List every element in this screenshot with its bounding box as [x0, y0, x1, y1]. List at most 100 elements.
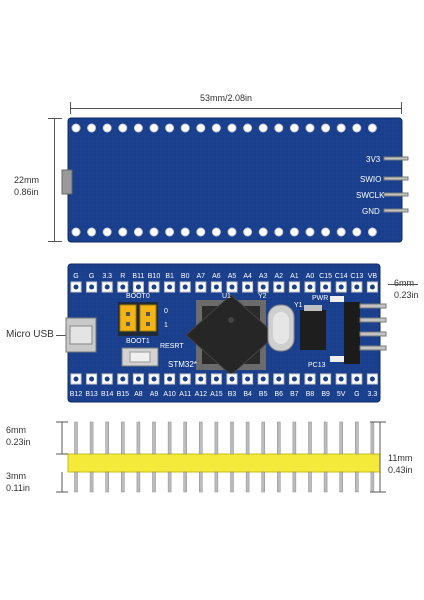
header-pin-top: [199, 421, 203, 455]
back-hole-bottom: [352, 227, 362, 237]
front-hole-bottom: [245, 376, 251, 382]
height-dimension-line: [54, 118, 55, 242]
bottom-pin-label: B15: [117, 391, 130, 398]
top-pin-label: A4: [243, 273, 252, 280]
front-hole-top: [276, 284, 282, 290]
front-hole-bottom: [198, 376, 204, 382]
pin-header-dim-line: [388, 284, 418, 285]
front-board: [65, 263, 387, 403]
front-hole-top: [307, 284, 313, 290]
swd-pins: [383, 156, 409, 213]
header-pin-bottom: [214, 471, 219, 493]
back-hole-top: [289, 123, 299, 133]
top-pin-label: VB: [368, 273, 378, 280]
bottom-pin-label: B14: [101, 391, 114, 398]
back-hole-top: [258, 123, 268, 133]
header-pin-bottom: [261, 471, 265, 493]
resrt-label: RESRT: [160, 343, 184, 350]
back-hole-bottom: [118, 227, 128, 237]
back-hole-bottom: [211, 227, 221, 237]
back-hole-bottom: [227, 227, 237, 237]
width-dimension-label: 53mm/2.08in: [200, 93, 253, 103]
header-total-in: 0.43in: [388, 465, 413, 475]
back-hole-top: [336, 123, 346, 133]
top-pin-label: A2: [275, 273, 284, 280]
header-total-mm: 11mm: [388, 453, 413, 463]
header-pin-bottom: [74, 471, 78, 493]
bottom-pin-label: B8: [306, 391, 315, 398]
header-bottom-in: 0.11in: [6, 483, 30, 493]
bottom-pin-label: B6: [275, 391, 284, 398]
jumper-1-label: 1: [164, 322, 168, 329]
top-pin-label: A5: [228, 273, 237, 280]
bottom-pin-label: B3: [228, 391, 237, 398]
front-hole-bottom: [135, 376, 141, 382]
front-hole-bottom: [104, 376, 110, 382]
header-pin-top: [214, 421, 219, 455]
back-hole-bottom: [321, 227, 331, 237]
back-hole-bottom: [289, 227, 299, 237]
bottom-pin-label: B13: [85, 391, 98, 398]
top-pin-label: A7: [197, 273, 206, 280]
back-hole-bottom: [165, 227, 175, 237]
header-pin-bottom: [245, 471, 250, 493]
front-hole-bottom: [260, 376, 266, 382]
back-hole-top: [180, 123, 190, 133]
back-hole-top: [274, 123, 284, 133]
back-hole-top: [321, 123, 331, 133]
jumper-0-label: 0: [164, 308, 168, 315]
back-hole-bottom: [258, 227, 268, 237]
bottom-pin-label: 3.3: [368, 391, 378, 398]
front-hole-top: [73, 284, 79, 290]
front-hole-bottom: [213, 376, 219, 382]
header-pin-top: [89, 421, 94, 455]
back-hole-top: [118, 123, 128, 133]
pwr-led: [330, 296, 344, 302]
bottom-pin-label: B5: [259, 391, 268, 398]
header-pin-bottom: [199, 471, 203, 493]
front-hole-bottom: [229, 376, 235, 382]
back-hole-bottom: [274, 227, 284, 237]
bottom-pin-label: 5V: [337, 391, 346, 398]
header-pin-top: [230, 421, 234, 455]
height-dimension-in: 0.86in: [14, 187, 39, 197]
bottom-pin-label: A10: [163, 391, 176, 398]
swd-gnd-label: GND: [362, 207, 380, 216]
width-dimension-tick-right: [401, 102, 402, 114]
header-pin-bottom: [121, 471, 125, 493]
boot-jumper-block: [118, 302, 158, 336]
front-hole-top: [104, 284, 110, 290]
header-pin-bottom: [167, 471, 172, 493]
y1-label: Y1: [294, 302, 303, 309]
top-pin-label: A3: [259, 273, 268, 280]
back-hole-bottom: [180, 227, 190, 237]
front-hole-top: [167, 284, 173, 290]
top-pin-label: B11: [132, 273, 144, 280]
front-hole-bottom: [338, 376, 344, 382]
back-hole-top: [102, 123, 112, 133]
front-hole-bottom: [151, 376, 157, 382]
front-hole-bottom: [89, 376, 95, 382]
header-pin-bottom: [89, 471, 94, 493]
top-pin-label: C13: [350, 273, 363, 280]
header-pin-bottom: [355, 471, 359, 493]
width-dimension-tick-left: [70, 102, 71, 114]
header-pin-top: [339, 421, 343, 455]
top-pin-label: G: [73, 273, 78, 280]
top-pin-label: C15: [319, 273, 332, 280]
micro-usb-connector: [65, 317, 97, 353]
stm32-chip: [185, 294, 277, 376]
top-pin-label: C14: [335, 273, 348, 280]
voltage-regulator: [300, 305, 326, 350]
header-bottom-mm: 3mm: [6, 471, 26, 481]
back-hole-bottom: [336, 227, 346, 237]
header-pin-bottom: [308, 471, 312, 493]
u1-label: U1: [222, 293, 231, 300]
front-hole-bottom: [369, 376, 375, 382]
back-hole-top: [165, 123, 175, 133]
header-top-mm: 6mm: [6, 425, 26, 435]
header-pin-top: [74, 421, 78, 455]
back-hole-top: [133, 123, 143, 133]
